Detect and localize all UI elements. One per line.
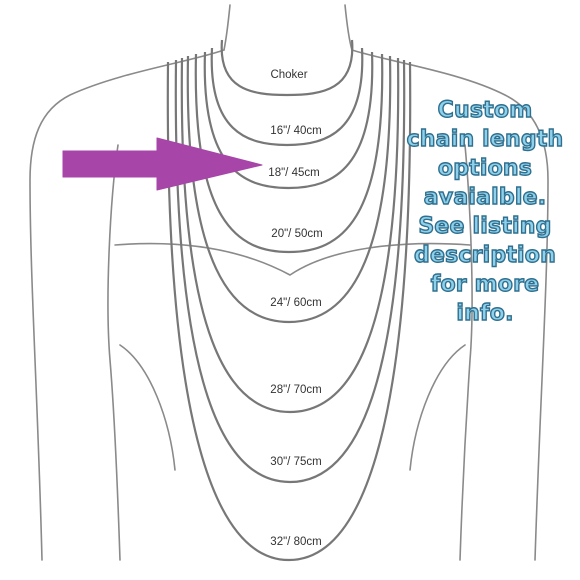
- callout-line: for more: [430, 271, 540, 297]
- left-torso-curve: [119, 344, 176, 471]
- chain-loop-18in: [203, 51, 374, 190]
- left-shoulder-line: [29, 49, 225, 561]
- chain-loop-32in: [166, 61, 412, 562]
- callout-line: chain length: [406, 126, 564, 152]
- chain-loop-20in: [194, 53, 384, 254]
- length-label-16in: 16"/ 40cm: [270, 125, 322, 137]
- length-label-32in: 32"/ 80cm: [270, 536, 322, 548]
- purple-arrow: [62, 137, 263, 191]
- callout-line: options: [437, 155, 533, 181]
- chain-loop-choker: [220, 39, 354, 97]
- right-shoulder-line: [351, 49, 549, 561]
- chain-loop-30in: [174, 59, 406, 484]
- left-arm-inner-line: [107, 144, 121, 561]
- right-torso-curve: [409, 344, 466, 471]
- length-label-20in: 20"/ 50cm: [271, 228, 323, 240]
- length-label-18in: 18"/ 45cm: [268, 167, 320, 179]
- chain-loop-16in: [210, 47, 364, 147]
- custom-length-callout: Custom chain length options avaialble. S…: [390, 96, 580, 328]
- length-label-24in: 24"/ 60cm: [270, 297, 322, 309]
- length-label-28in: 28"/ 70cm: [270, 384, 322, 396]
- neck-left-line: [223, 4, 231, 51]
- chain-lines: [166, 39, 412, 562]
- length-label-30in: 30"/ 75cm: [270, 456, 322, 468]
- neck-right-line: [344, 4, 353, 51]
- right-arm-inner-line: [459, 144, 473, 561]
- callout-line: description: [413, 242, 556, 268]
- callout-line: avaialble.: [423, 184, 547, 210]
- chain-loop-24in: [186, 55, 392, 324]
- callout-line: See listing: [418, 213, 552, 239]
- length-label-choker: Choker: [270, 69, 308, 81]
- chain-loop-28in: [180, 57, 400, 414]
- callout-line: info.: [456, 300, 514, 326]
- callout-line: Custom: [437, 97, 533, 123]
